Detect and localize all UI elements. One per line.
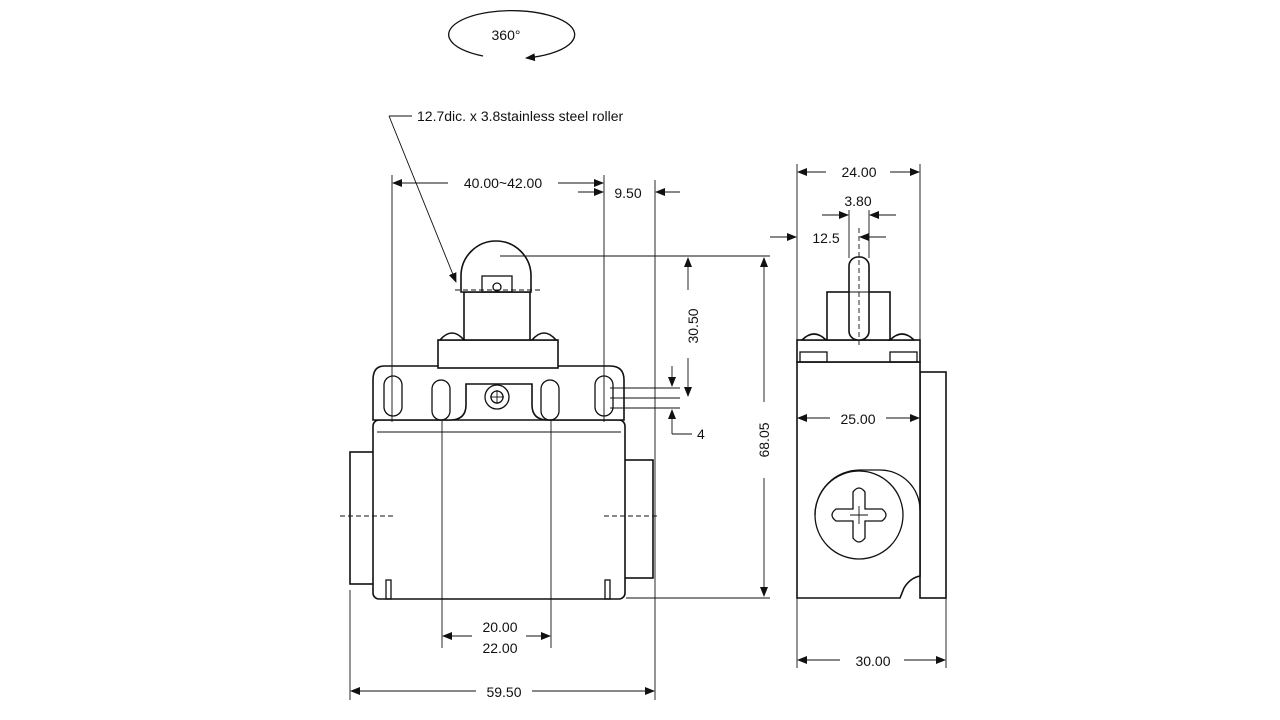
dim-hole-spacing-b: 22.00 — [482, 640, 517, 656]
roller-note: 12.7dic. x 3.8stainless steel roller — [388, 108, 624, 283]
roller-note-text: 12.7dic. x 3.8stainless steel roller — [417, 108, 624, 124]
front-roller-lever — [460, 240, 532, 293]
dim-total-width: 59.50 — [486, 684, 521, 700]
dim-roller-width: 3.80 — [844, 193, 871, 209]
rotation-label: 360° — [492, 27, 521, 43]
rotation-arc — [448, 9, 576, 62]
front-left-boss — [349, 451, 377, 585]
side-knob-cross — [831, 487, 887, 543]
front-view: 40.00~42.00 9.50 30.50 4 68.05 20.00 22.… — [340, 175, 772, 700]
dim-small: 4 — [697, 426, 705, 442]
side-base-plate — [919, 371, 947, 599]
front-terminal-right — [604, 579, 611, 600]
dim-top-width: 24.00 — [841, 164, 876, 180]
front-slot-1 — [383, 375, 403, 417]
front-head-screw-right — [530, 332, 558, 341]
side-head-screw-left — [800, 333, 828, 341]
rotation-symbol: 360° — [448, 9, 576, 62]
dim-total-height: 68.05 — [756, 422, 772, 457]
front-head-screw-left — [438, 332, 466, 341]
side-head-strip-left — [799, 351, 828, 363]
side-main-body — [796, 361, 921, 599]
side-view: 24.00 3.80 12.5 25.00 30.00 — [770, 164, 947, 669]
dim-offset: 9.50 — [614, 185, 641, 201]
front-mounting-plate — [372, 365, 625, 421]
front-right-boss — [622, 459, 654, 579]
dim-roller-height: 30.50 — [685, 308, 701, 343]
side-head-strip-right — [889, 351, 918, 363]
roller-note-leader — [388, 115, 457, 283]
dim-roller-offset: 12.5 — [812, 230, 839, 246]
front-head-block — [437, 339, 559, 369]
front-terminal-left — [385, 579, 392, 600]
front-center-screw — [484, 384, 510, 410]
front-roller-axle-box — [481, 275, 513, 293]
dim-base-width: 30.00 — [855, 653, 890, 669]
front-main-body — [372, 419, 626, 600]
front-slot-2 — [431, 379, 451, 421]
front-slot-3 — [540, 379, 560, 421]
dim-actuator-travel: 40.00~42.00 — [464, 175, 542, 191]
front-roller-pin — [492, 282, 502, 292]
dim-hole-spacing-a: 20.00 — [482, 619, 517, 635]
front-plunger — [463, 291, 531, 341]
side-head-screw-right — [888, 333, 916, 341]
dim-body-width: 25.00 — [840, 411, 875, 427]
side-knob — [814, 470, 904, 560]
side-head — [796, 339, 921, 363]
